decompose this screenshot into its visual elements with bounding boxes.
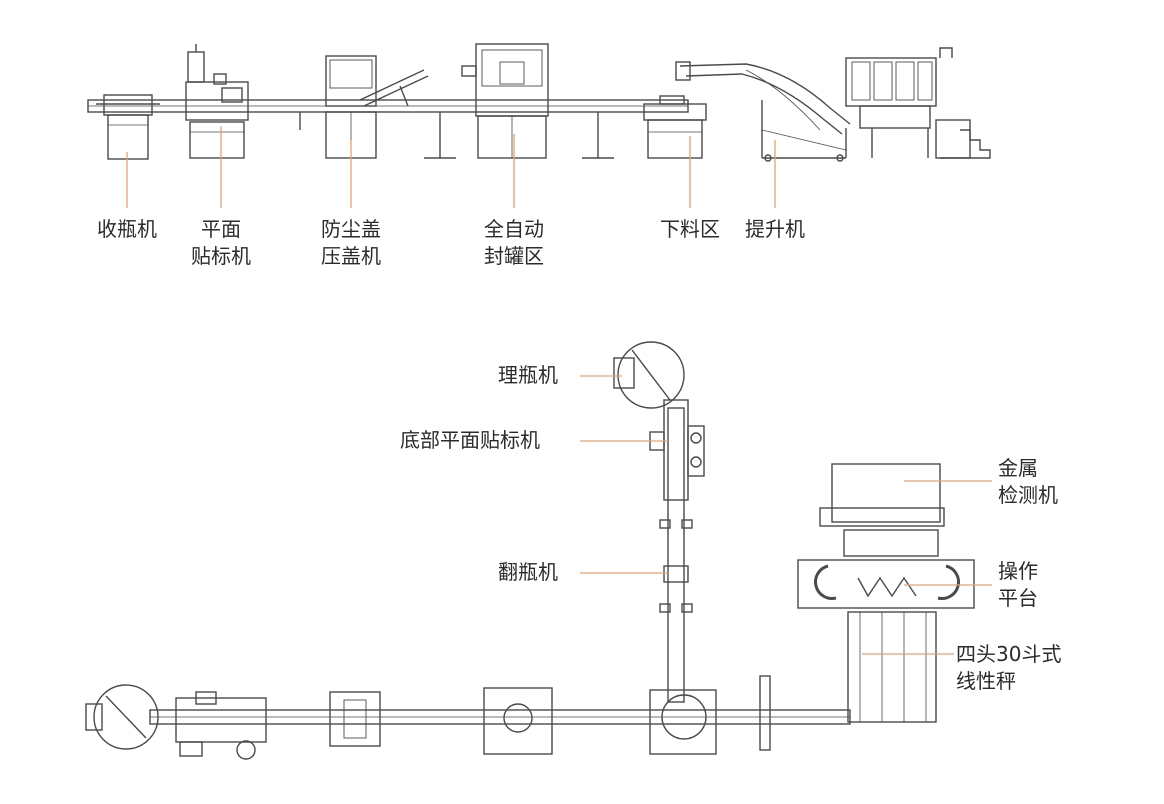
auto-seamer-machine	[461, 43, 549, 159]
top-conveyor	[87, 99, 689, 159]
label-bottle-unscrambler: 理瓶机	[498, 363, 558, 387]
cap-press-plan	[329, 691, 381, 747]
elevator-machine	[675, 61, 851, 162]
bottle-turner-plan	[659, 519, 693, 613]
leader-lines	[126, 126, 992, 655]
label-elevator: 提升机	[745, 217, 805, 241]
label-auto-seamer: 全自动 封罐区	[484, 217, 544, 268]
discharge-zone-machine	[643, 95, 707, 159]
flat-labeler-machine	[185, 44, 249, 159]
horizontal-conveyor	[149, 709, 851, 725]
bottom-labeler-plan	[649, 399, 705, 501]
label-flat-labeler: 平面 贴标机	[191, 217, 251, 268]
label-bottle-collector: 收瓶机	[97, 217, 157, 241]
vertical-conveyor	[667, 407, 685, 703]
label-dust-cap-press: 防尘盖 压盖机	[321, 217, 381, 268]
label-bottom-labeler: 底部平面贴标机	[400, 428, 540, 452]
label-operating-platform: 操作 平台	[998, 559, 1038, 610]
label-discharge-zone: 下料区	[660, 217, 720, 241]
collector-disc-plan	[85, 684, 159, 750]
discharge-plan	[649, 689, 717, 755]
label-bottle-turner: 翻瓶机	[498, 560, 558, 584]
dust-cap-press-machine	[325, 55, 429, 159]
weigher-machine-side	[845, 47, 991, 159]
label-metal-detector: 金属 检测机	[998, 456, 1058, 507]
flat-labeler-plan	[175, 691, 267, 760]
label-weigher: 四头30斗式 线性秤	[956, 642, 1062, 693]
bottle-collector-machine	[96, 94, 160, 160]
seamer-plan	[483, 687, 553, 755]
unscrambler-disc	[613, 341, 685, 409]
weigher-plan	[759, 463, 975, 751]
